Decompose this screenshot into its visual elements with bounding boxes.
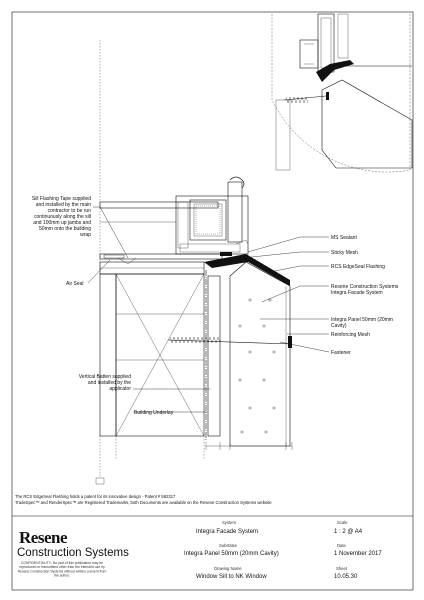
sheet-border	[11, 11, 414, 591]
label-line-sill: Sill Flashing Tape supplied	[32, 196, 91, 202]
confidentiality-line: reproduced or transmitted other than the…	[19, 565, 105, 569]
label-fastener: Fastener	[331, 350, 351, 356]
confidentiality-note: CONFIDENTIALITY: No part of this publica…	[18, 561, 107, 578]
date-value: 1 November 2017	[334, 551, 382, 557]
timber-framing	[99, 261, 205, 460]
label-line-sill: continuously along the sill	[34, 214, 91, 220]
label-reinforcing-mesh: Reinforcing Mesh	[331, 332, 370, 338]
substrate-value: Integra Panel 50mm (20mm Cavity)	[184, 551, 279, 557]
confidentiality-line: Resene Construction Systems without writ…	[18, 569, 107, 573]
title-block: Resene Construction Systems CONFIDENTIAL…	[17, 520, 382, 580]
system-value: Integra Facade System	[196, 529, 258, 535]
label-line-resene: Resene Construction Systems	[331, 284, 399, 290]
footnote-patent: The RCS EdgeSeal Flashing holds a patent…	[15, 494, 176, 499]
label-air-seal: Air Seal	[66, 281, 84, 287]
label-line-batten: Vertical Batten supplied	[79, 374, 131, 380]
section-detail	[95, 40, 293, 485]
integra-panel	[229, 261, 291, 447]
label-line-resene: Integra Facade System	[331, 290, 383, 296]
logo-resene: Resene	[19, 528, 68, 547]
substrate-caption: Substrate	[219, 543, 238, 548]
label-line-sill: contractor to be run	[48, 208, 92, 214]
fastener	[167, 336, 293, 348]
confidentiality-line: the author.	[54, 574, 70, 578]
label-line-sill: wrap	[80, 232, 91, 238]
label-sticky-mesh: Sticky Mesh	[331, 250, 358, 256]
label-building-underlay: Building Underlay	[134, 410, 174, 416]
sheet-caption: Sheet	[336, 566, 348, 571]
label-line-panel: Cavity)	[331, 323, 347, 329]
label-line-sill: and installed by the main	[36, 202, 92, 208]
footnote-trademarks: TradeSpec™ and RenderSpec™ are Registere…	[15, 500, 272, 505]
label-line-sill: and 100mm up jambs and	[33, 220, 91, 226]
dimension-lines	[205, 442, 293, 450]
label-edgeseal-flashing: RCS EdgeSeal Flashing	[331, 264, 385, 270]
date-caption: Date	[337, 543, 347, 548]
confidentiality-line: CONFIDENTIALITY: No part of this publica…	[21, 561, 103, 565]
window-frame	[175, 176, 249, 256]
vertical-batten	[207, 275, 221, 437]
scale-caption: Scale	[337, 520, 348, 525]
leader-lines	[87, 206, 330, 413]
label-ms-sealant: MS Sealant	[331, 235, 357, 241]
label-line-batten: and installed by the	[88, 380, 131, 386]
edgeseal-flashing	[204, 254, 290, 286]
system-caption: System	[222, 520, 236, 525]
label-line-panel: Integra Panel 50mm (20mm	[331, 317, 393, 323]
drawing-name-value: Window Sill to NK Window	[196, 574, 267, 580]
scale-value: 1 : 2 @ A4	[334, 529, 363, 535]
sheet-value: 10.05.30	[334, 574, 358, 580]
label-line-batten: applicator	[109, 386, 131, 392]
drawing-name-caption: Drawing Name	[214, 566, 242, 571]
logo-construction-systems: Construction Systems	[17, 547, 129, 559]
label-line-sill: 50mm onto the building	[39, 226, 91, 232]
detail-callout	[271, 13, 413, 173]
